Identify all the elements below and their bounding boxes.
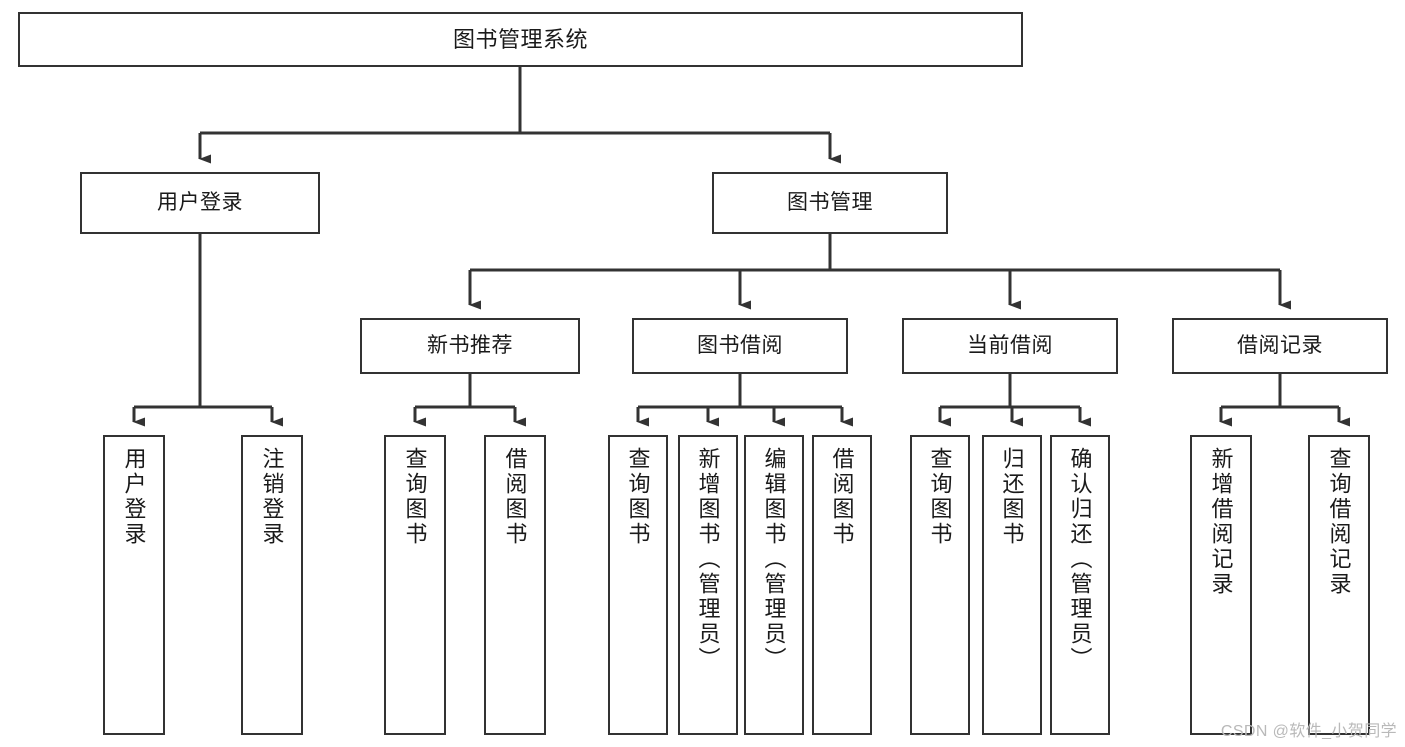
node-leaf-leaf-add-record-label: 新增借阅记录 bbox=[1208, 447, 1234, 597]
node-leaf-leaf-add-record[interactable]: 新增借阅记录 bbox=[1190, 435, 1252, 735]
node-leaf-leaf-borrow-book-2-label: 借阅图书 bbox=[829, 447, 855, 547]
node-level3-book-borrow[interactable]: 图书借阅 bbox=[632, 318, 848, 374]
node-leaf-leaf-edit-book-label: 编辑图书（管理员） bbox=[761, 447, 787, 672]
node-level2-user-login[interactable]: 用户登录 bbox=[80, 172, 320, 234]
node-root[interactable]: 图书管理系统 bbox=[18, 12, 1023, 67]
node-leaf-leaf-query-book-1[interactable]: 查询图书 bbox=[384, 435, 446, 735]
node-level3-current-borrow[interactable]: 当前借阅 bbox=[902, 318, 1118, 374]
node-leaf-leaf-return-book[interactable]: 归还图书 bbox=[982, 435, 1042, 735]
node-leaf-leaf-add-book-label: 新增图书（管理员） bbox=[695, 447, 721, 672]
node-leaf-leaf-borrow-book-1-label: 借阅图书 bbox=[502, 447, 528, 547]
node-level3-new-book-recommend-label: 新书推荐 bbox=[427, 333, 513, 357]
node-level2-user-login-label: 用户登录 bbox=[157, 190, 243, 214]
node-leaf-leaf-query-book-2-label: 查询图书 bbox=[625, 447, 651, 547]
node-leaf-leaf-query-book-2[interactable]: 查询图书 bbox=[608, 435, 668, 735]
node-leaf-leaf-query-book-1-label: 查询图书 bbox=[402, 447, 428, 547]
node-leaf-leaf-borrow-book-1[interactable]: 借阅图书 bbox=[484, 435, 546, 735]
node-level2-book-manage-label: 图书管理 bbox=[787, 190, 873, 214]
node-leaf-leaf-query-book-3-label: 查询图书 bbox=[927, 447, 953, 547]
node-level3-current-borrow-label: 当前借阅 bbox=[967, 333, 1053, 357]
node-level3-book-borrow-label: 图书借阅 bbox=[697, 333, 783, 357]
node-leaf-leaf-confirm-return-label: 确认归还（管理员） bbox=[1067, 447, 1093, 672]
node-leaf-leaf-return-book-label: 归还图书 bbox=[999, 447, 1025, 547]
node-leaf-leaf-query-book-3[interactable]: 查询图书 bbox=[910, 435, 970, 735]
node-level2-book-manage[interactable]: 图书管理 bbox=[712, 172, 948, 234]
node-root-label: 图书管理系统 bbox=[452, 26, 588, 52]
node-leaf-leaf-logout-label: 注销登录 bbox=[259, 447, 285, 547]
node-leaf-leaf-edit-book[interactable]: 编辑图书（管理员） bbox=[744, 435, 804, 735]
node-level3-borrow-record-label: 借阅记录 bbox=[1237, 333, 1323, 357]
node-leaf-leaf-user-login[interactable]: 用户登录 bbox=[103, 435, 165, 735]
watermark-text: CSDN @软件_小贺同学 bbox=[1220, 723, 1397, 740]
node-level3-borrow-record[interactable]: 借阅记录 bbox=[1172, 318, 1388, 374]
node-leaf-leaf-borrow-book-2[interactable]: 借阅图书 bbox=[812, 435, 872, 735]
node-leaf-leaf-logout[interactable]: 注销登录 bbox=[241, 435, 303, 735]
node-leaf-leaf-query-record[interactable]: 查询借阅记录 bbox=[1308, 435, 1370, 735]
node-leaf-leaf-add-book[interactable]: 新增图书（管理员） bbox=[678, 435, 738, 735]
node-leaf-leaf-confirm-return[interactable]: 确认归还（管理员） bbox=[1050, 435, 1110, 735]
node-leaf-leaf-user-login-label: 用户登录 bbox=[121, 447, 147, 547]
node-leaf-leaf-query-record-label: 查询借阅记录 bbox=[1326, 447, 1352, 597]
node-level3-new-book-recommend[interactable]: 新书推荐 bbox=[360, 318, 580, 374]
